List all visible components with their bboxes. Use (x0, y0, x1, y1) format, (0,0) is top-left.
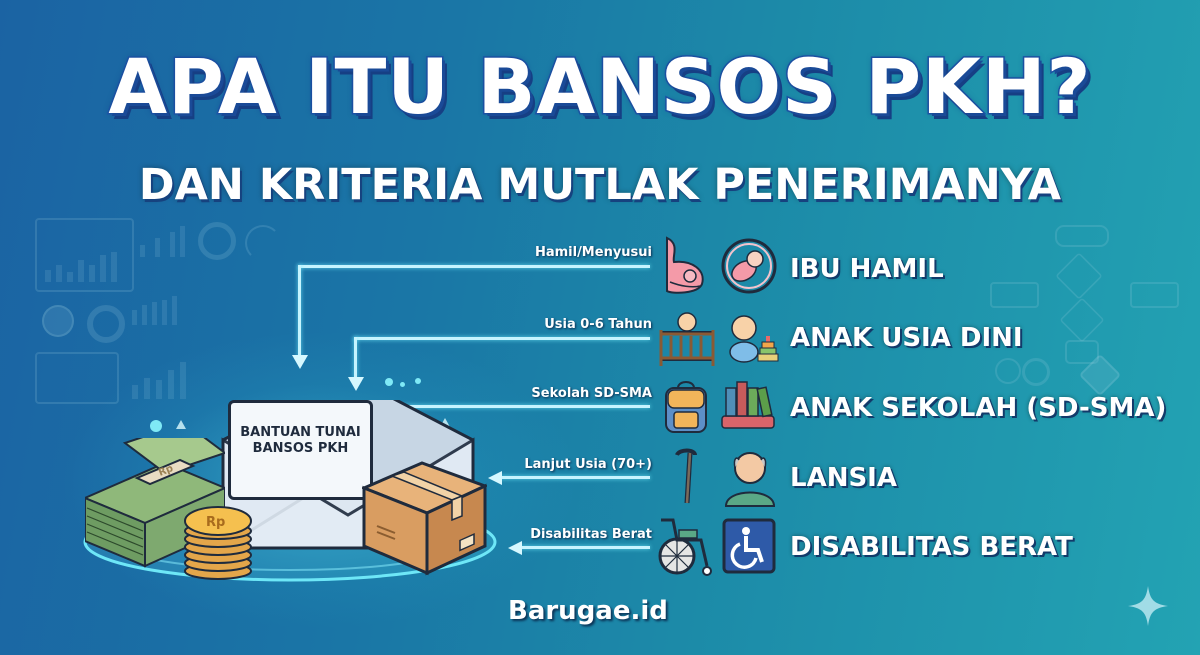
card-line-2: BANSOS PKH (252, 441, 349, 456)
criteria-label-anak-sekolah: ANAK SEKOLAH (SD-SMA) (790, 393, 1167, 423)
school-backpack-icon (665, 381, 707, 433)
page-title: APA ITU BANSOS PKH? (107, 41, 1092, 133)
sparkle-icon (1128, 586, 1168, 626)
accessibility-sign-icon (722, 518, 776, 574)
coin-stack-icon: Rp (184, 506, 252, 580)
criteria-label-anak-usia-dini: ANAK USIA DINI (790, 323, 1023, 353)
books-icon (721, 381, 775, 429)
criteria-label-ibu-hamil: IBU HAMIL (790, 254, 944, 284)
criteria-label-lansia: LANSIA (790, 463, 897, 493)
baby-crib-icon (659, 312, 715, 366)
criteria-label-disabilitas-berat: DISABILITAS BERAT (790, 532, 1073, 562)
criteria-sublabel-early-childhood: Usia 0-6 Tahun (544, 317, 652, 332)
criteria-sublabel-school: Sekolah SD-SMA (531, 386, 652, 401)
package-box-icon (362, 461, 487, 576)
elderly-man-icon (724, 452, 776, 507)
page-subtitle: DAN KRITERIA MUTLAK PENERIMANYA (138, 160, 1062, 210)
svg-text:Rp: Rp (206, 515, 225, 530)
card-line-1: BANTUAN TUNAI (240, 425, 361, 440)
toddler-with-toy-icon (729, 315, 779, 363)
criteria-sublabel-elderly: Lanjut Usia (70+) (524, 457, 652, 472)
pregnant-woman-icon (666, 236, 704, 294)
criteria-sublabel-pregnant: Hamil/Menyusui (534, 245, 652, 260)
criteria-sublabel-disability: Disabilitas Berat (530, 527, 652, 542)
cash-rp-label: Rp (157, 463, 175, 479)
wheelchair-icon (658, 518, 712, 576)
brand-label: Barugae.id (508, 596, 668, 626)
cash-aid-card: BANTUAN TUNAI BANSOS PKH (228, 400, 373, 500)
walking-cane-icon (675, 448, 697, 504)
swaddled-baby-icon (721, 238, 777, 294)
